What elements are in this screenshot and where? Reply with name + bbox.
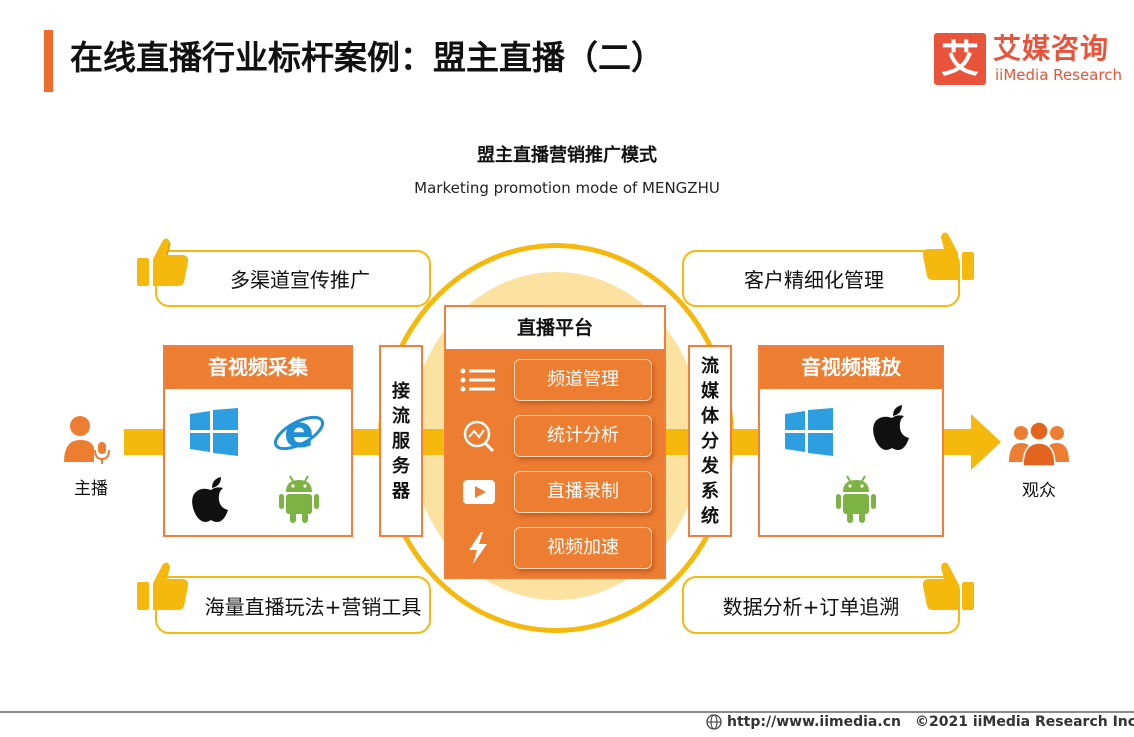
footer-url-link[interactable]: http://www.iimedia.cn	[727, 714, 901, 730]
ingest-server-label: 接流服务器	[392, 380, 410, 502]
ie-icon: e	[273, 407, 325, 458]
flow-arrow-platform-to-distribution	[665, 429, 689, 455]
feature-customer-management: 客户精细化管理	[682, 250, 960, 307]
flow-arrow-capture-to-ingest	[352, 429, 380, 455]
platform-item-recording: 直播录制	[514, 471, 652, 513]
lightning-icon	[469, 532, 487, 564]
platform-title: 直播平台	[446, 307, 664, 349]
android-icon	[836, 475, 876, 523]
brand-logo-subtext: iiMedia Research	[995, 66, 1122, 84]
windows-icon	[785, 408, 833, 456]
host-label: 主播	[74, 479, 108, 499]
page-title: 在线直播行业标杆案例：盟主直播（二）	[70, 38, 664, 77]
audience-label: 观众	[1022, 481, 1056, 501]
playback-title: 音视频播放	[760, 347, 942, 389]
platform-item-channel-management: 频道管理	[514, 359, 652, 401]
video-icon	[463, 480, 495, 504]
host-streamer-icon	[64, 416, 110, 464]
brand-logo-text: 艾媒咨询	[993, 32, 1110, 65]
capture-title: 音视频采集	[165, 347, 351, 389]
footer-divider	[0, 711, 1134, 713]
svg-text:e: e	[284, 407, 314, 458]
apple-icon	[192, 477, 228, 522]
flow-arrow-host-to-capture	[124, 429, 164, 455]
list-icon	[460, 368, 495, 392]
audience-icon	[1009, 421, 1069, 467]
footer-copyright: ©2021 iiMedia Research Inc	[915, 714, 1134, 730]
feature-data-analysis: 数据分析+订单追溯	[682, 576, 960, 634]
thumbs-up-icon	[137, 238, 189, 286]
thumbs-up-icon	[137, 562, 189, 610]
flow-arrow-ingest-to-platform	[422, 429, 445, 455]
platform-item-acceleration: 视频加速	[514, 527, 652, 569]
globe-icon	[706, 714, 722, 730]
platform-item-statistics: 统计分析	[514, 415, 652, 457]
apple-icon	[873, 405, 909, 450]
flow-arrow-playback-to-audience	[943, 414, 1001, 470]
feature-live-tools: 海量直播玩法+营销工具	[155, 576, 431, 634]
flow-arrow-distribution-to-playback	[731, 429, 759, 455]
diagram-title: 盟主直播营销推广模式	[477, 145, 657, 166]
thumbs-up-icon	[922, 562, 974, 610]
thumbs-up-icon	[922, 232, 974, 280]
analytics-icon	[463, 420, 495, 453]
ingest-server-box: 接流服务器	[379, 345, 423, 537]
windows-icon	[190, 408, 238, 456]
distribution-system-box: 流媒体分发系统	[688, 345, 732, 537]
distribution-system-label: 流媒体分发系统	[701, 355, 719, 527]
diagram-subtitle: Marketing promotion mode of MENGZHU	[414, 179, 720, 197]
brand-logo-mark: 艾	[934, 33, 986, 85]
title-accent-bar	[44, 30, 53, 92]
feature-multichannel-promotion: 多渠道宣传推广	[155, 250, 431, 307]
android-icon	[279, 475, 319, 523]
